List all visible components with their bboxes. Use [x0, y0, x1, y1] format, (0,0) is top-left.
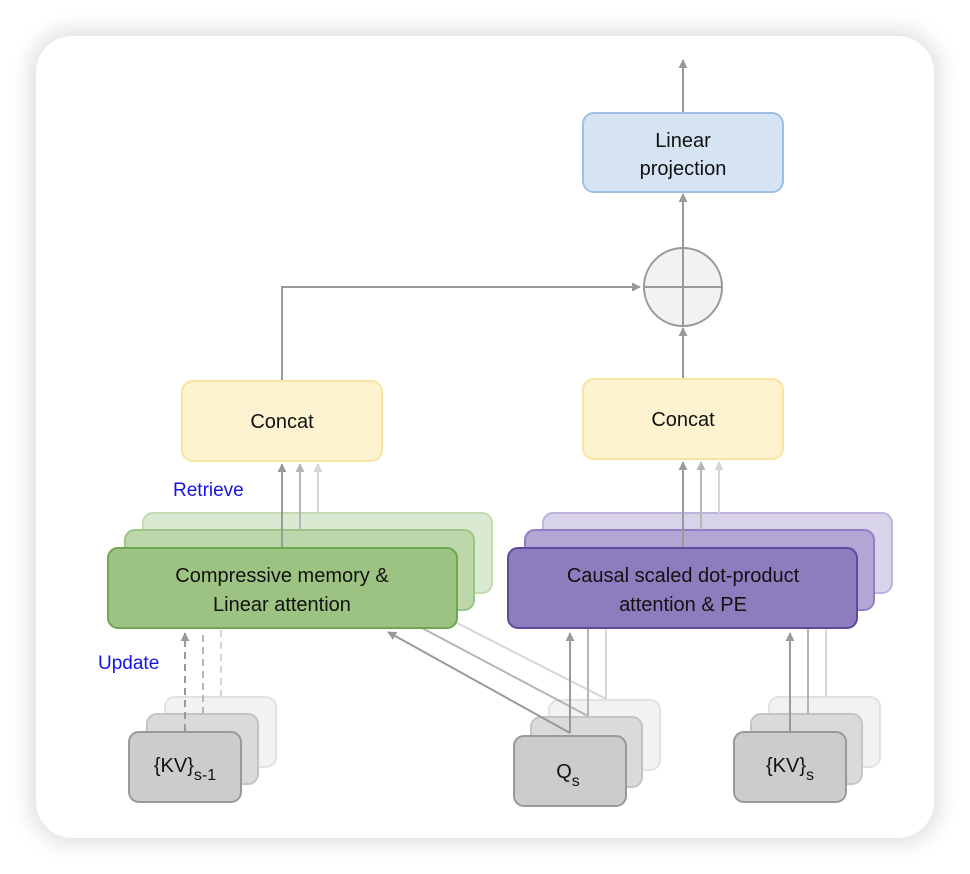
kv-prev-base: {KV}: [154, 755, 194, 777]
kv-prev-node: {KV}s-1: [128, 731, 242, 803]
kv-prev-sub: s-1: [194, 767, 216, 784]
attention-line1: Causal scaled dot-product: [567, 565, 800, 587]
query-to-memory-line-2: [421, 627, 589, 717]
linear-projection-node: Linear projection: [582, 112, 784, 193]
attention-line2: attention & PE: [619, 594, 747, 616]
memory-line1: Compressive memory &: [175, 565, 389, 587]
concat-right-label: Concat: [651, 409, 715, 431]
query-node: Qs: [513, 735, 627, 807]
causal-attention-node: Causal scaled dot-product attention & PE: [507, 547, 858, 629]
query-to-memory-line-3: [454, 621, 607, 700]
update-label: Update: [98, 653, 159, 674]
query-sub: s: [572, 773, 580, 790]
concat-left-label: Concat: [250, 411, 314, 433]
concat-right-node: Concat: [582, 378, 784, 460]
sum-node: [643, 247, 723, 327]
linear-projection-line2: projection: [640, 158, 727, 180]
svg-text:Qs: Qs: [556, 761, 580, 790]
compressive-memory-node: Compressive memory & Linear attention: [107, 547, 458, 629]
kv-cur-base: {KV}: [766, 755, 806, 777]
query-to-memory-arrow: [387, 631, 571, 734]
concat-left-to-sum-arrow: [281, 282, 641, 380]
memory-line2: Linear attention: [213, 594, 351, 616]
svg-text:{KV}s: {KV}s: [766, 755, 814, 784]
kv-cur-node: {KV}s: [733, 731, 847, 803]
query-base: Q: [556, 761, 572, 783]
kv-cur-sub: s: [806, 767, 814, 784]
concat-left-node: Concat: [181, 380, 383, 462]
linear-projection-line1: Linear: [655, 130, 711, 152]
retrieve-label: Retrieve: [173, 480, 244, 501]
svg-text:{KV}s-1: {KV}s-1: [154, 755, 216, 784]
